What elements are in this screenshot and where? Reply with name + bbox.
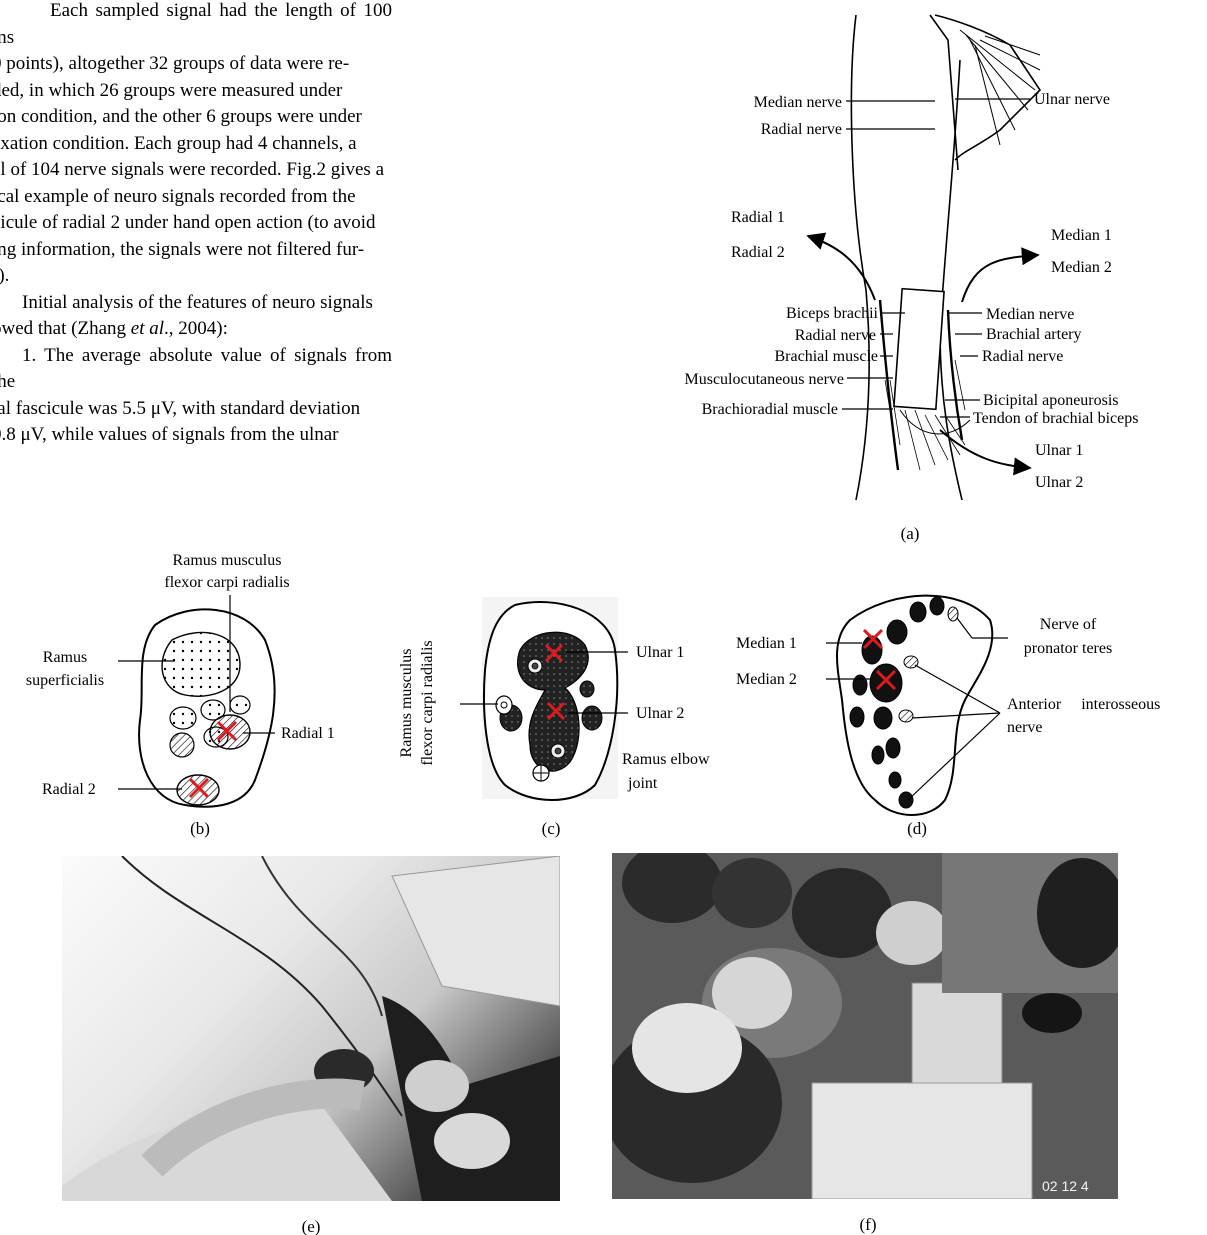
label-biceps-brachii: Biceps brachii [786, 305, 879, 322]
label-radial-1: Radial 1 [731, 209, 785, 226]
label-d-pronator-2: pronator teres [1024, 640, 1112, 657]
label-brachial-artery: Brachial artery [986, 326, 1082, 343]
label-tendon-brachial-biceps: Tendon of brachial biceps [973, 410, 1138, 427]
label-c-ramus-vertical-1: Ramus musculus [398, 649, 415, 758]
label-radial-2: Radial 2 [731, 244, 785, 261]
caption-f: (f) [860, 1215, 877, 1234]
label-b-ramus-top-1: Ramus musculus [173, 552, 282, 569]
label-brachial-muscle: Brachial muscle [774, 348, 878, 365]
label-d-median-1: Median 1 [736, 635, 797, 652]
label-b-ramus-sup-2: superficialis [26, 672, 104, 689]
label-d-anterior-2: nerve [1007, 719, 1043, 736]
label-radial-nerve-top: Radial nerve [761, 121, 842, 138]
caption-c: (c) [542, 819, 561, 838]
label-c-elbow-1: Ramus elbow [622, 751, 710, 768]
label-d-pronator-1: Nerve of [1040, 616, 1097, 633]
label-ulnar-2: Ulnar 2 [1035, 474, 1083, 491]
figure-d-cross-section [837, 596, 992, 815]
label-ulnar-1: Ulnar 1 [1035, 442, 1083, 459]
label-bicipital-aponeurosis: Bicipital aponeurosis [983, 392, 1119, 409]
label-median-nerve-right: Median nerve [986, 306, 1074, 323]
caption-e: (e) [302, 1217, 321, 1235]
label-b-ramus-sup-1: Ramus [43, 649, 87, 666]
label-median-1: Median 1 [1051, 227, 1112, 244]
label-c-ulnar-2: Ulnar 2 [636, 705, 684, 722]
figure-c-cross-section [484, 602, 617, 800]
label-d-anterior-1: Anterior interosseous [1007, 696, 1160, 713]
label-d-median-2: Median 2 [736, 671, 797, 688]
label-brachioradial-muscle: Brachioradial muscle [702, 401, 838, 418]
label-radial-nerve-left: Radial nerve [795, 327, 876, 344]
figure-b-cross-section [139, 609, 275, 806]
label-musculocutaneous-nerve: Musculocutaneous nerve [684, 371, 844, 388]
arrow-radial [808, 236, 875, 300]
label-c-ulnar-1: Ulnar 1 [636, 644, 684, 661]
label-c-ramus-vertical-2: flexor carpi radialis [419, 640, 436, 765]
caption-a: (a) [901, 524, 920, 543]
label-median-nerve-top: Median nerve [754, 94, 842, 111]
label-ulnar-nerve-top: Ulnar nerve [1034, 91, 1110, 108]
caption-b: (b) [190, 819, 210, 838]
label-radial-nerve-right: Radial nerve [982, 348, 1063, 365]
label-c-elbow-2: joint [627, 775, 658, 792]
label-b-radial-1: Radial 1 [281, 725, 335, 742]
arrow-median [962, 255, 1038, 302]
label-b-ramus-top-2: flexor carpi radialis [164, 574, 289, 591]
caption-d: (d) [907, 819, 927, 838]
label-median-2: Median 2 [1051, 259, 1112, 276]
label-b-radial-2: Radial 2 [42, 781, 96, 798]
